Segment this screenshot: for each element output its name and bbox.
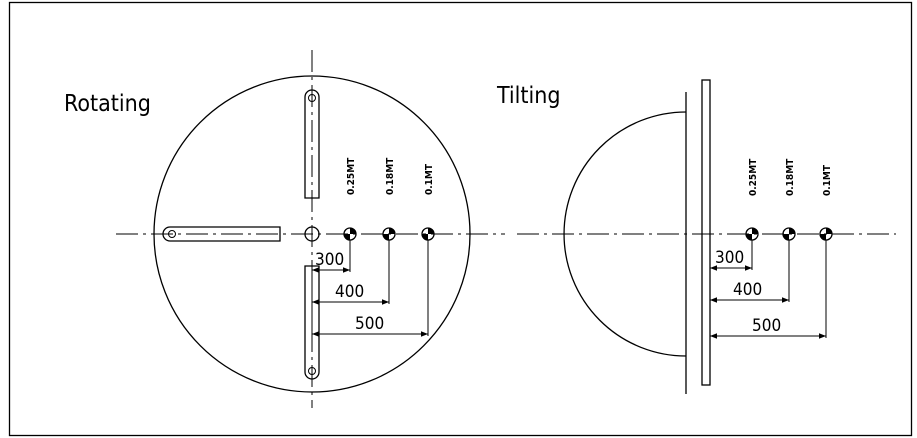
lower-arm	[304, 265, 320, 380]
rotating-pivot	[304, 226, 320, 242]
rotating-view: Rotating	[64, 50, 505, 408]
tilting-title: Tilting	[496, 83, 561, 109]
tilt-load-point-01	[819, 227, 833, 241]
left-arm	[162, 226, 281, 242]
tilting-load-label-3: 0.1MT	[822, 164, 833, 196]
upper-arm	[304, 89, 320, 199]
rotating-load-label-1: 0.25MT	[346, 157, 357, 195]
tilting-dim-500: 500	[752, 316, 781, 336]
rotating-dim-300: 300	[315, 250, 344, 270]
tilting-view: Tilting 0.25MT	[496, 79, 896, 394]
tilting-dim-300: 300	[715, 248, 744, 268]
tilting-dim-400: 400	[733, 280, 762, 300]
tilt-load-point-018	[782, 227, 796, 241]
tilting-load-points	[745, 227, 833, 241]
tilting-plate	[701, 79, 711, 386]
rotating-load-label-3: 0.1MT	[424, 163, 435, 195]
rotating-load-label-2: 0.18MT	[385, 157, 396, 195]
load-point-01	[421, 227, 435, 241]
tilting-load-label-1: 0.25MT	[748, 158, 759, 196]
rotating-dim-400: 400	[335, 282, 364, 302]
load-point-018	[382, 227, 396, 241]
tilting-load-label-2: 0.18MT	[785, 158, 796, 196]
rotating-dim-500: 500	[355, 314, 384, 334]
drawing-frame	[8, 1, 913, 437]
rotating-title: Rotating	[64, 91, 151, 117]
load-point-025	[343, 227, 357, 241]
tilt-load-point-025	[745, 227, 759, 241]
rotating-load-points	[343, 227, 435, 241]
